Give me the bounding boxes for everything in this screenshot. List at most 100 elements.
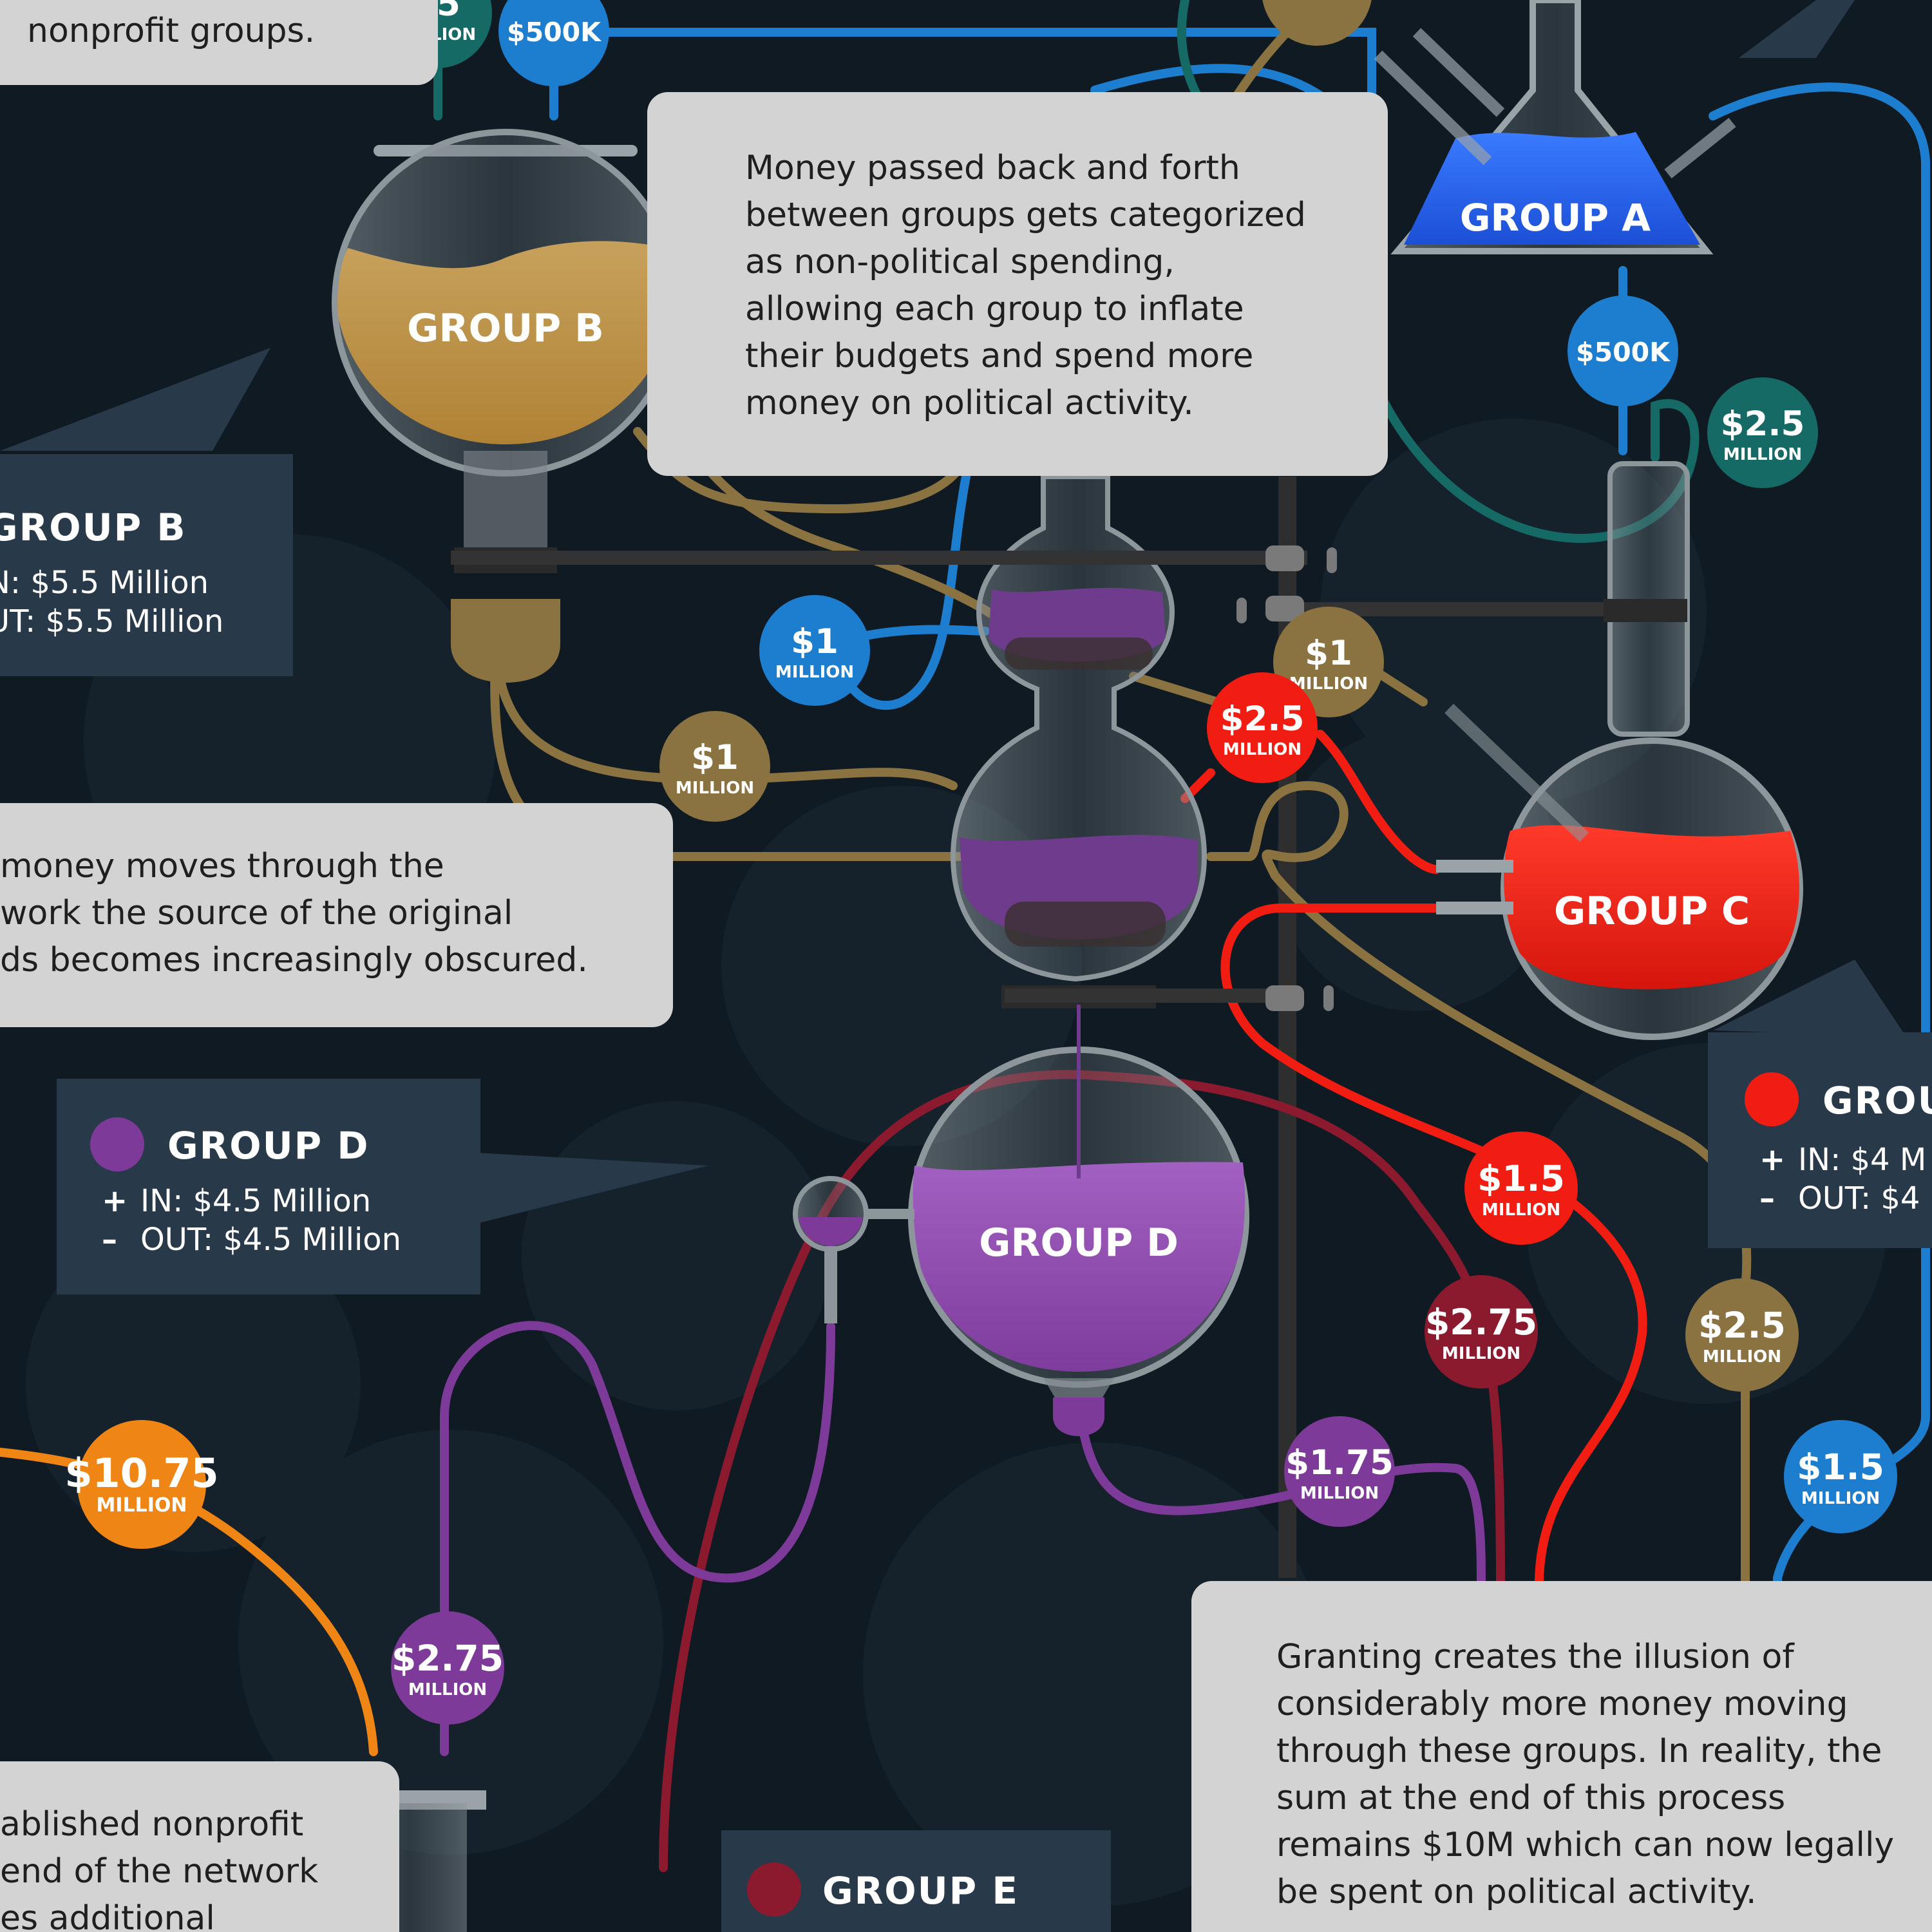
panel-title: GROU xyxy=(1823,1079,1932,1122)
flow-amount: $2.75 xyxy=(392,1638,504,1679)
flow-badge-circle xyxy=(498,0,609,86)
panel-in: IN: $4 M xyxy=(1798,1142,1927,1178)
plus-sign: + xyxy=(102,1183,128,1219)
note-line: end of the network xyxy=(0,1852,319,1891)
flow-unit: MILLION xyxy=(1801,1489,1880,1508)
note-line: their budgets and spend more xyxy=(745,337,1254,375)
group-c-flask: GROUP C xyxy=(1436,461,1803,1040)
group-a-flask: GROUP A xyxy=(1374,0,1736,254)
flow-badge-circle xyxy=(1425,1275,1538,1388)
background-smoke xyxy=(26,419,1887,1906)
flow-badge-circle xyxy=(659,711,770,822)
panel-in-row: + IN: $4.5 Million xyxy=(102,1183,371,1219)
group-b-label: GROUP B xyxy=(407,306,604,351)
note-line: Granting creates the illusion of xyxy=(1276,1638,1794,1676)
panel-title: GROUP E xyxy=(822,1869,1019,1913)
note-line: allowing each group to inflate xyxy=(745,290,1244,328)
flow-amount: $2.5 xyxy=(1698,1305,1786,1346)
flow-amount: $1.75 xyxy=(1285,1443,1394,1482)
panel-pointers xyxy=(0,0,1906,1224)
panel-group-e: GROUP E xyxy=(721,1830,1111,1932)
flow-unit: MILLION xyxy=(775,663,854,682)
pipe-red-c-in xyxy=(1316,730,1441,874)
flow-amount: $2.75 xyxy=(1425,1302,1537,1343)
flow-badge-circle xyxy=(1262,0,1372,46)
flow-amount: $1.5 xyxy=(1797,1446,1884,1488)
note-line: ablished nonprofit xyxy=(0,1805,304,1844)
panel-out: UT: $5.5 Million xyxy=(0,603,224,639)
flow-badge-circle xyxy=(1567,296,1678,406)
note-line: be spent on political activity. xyxy=(1276,1873,1757,1911)
panel-out: OUT: $4.5 Million xyxy=(140,1222,402,1258)
group-e-color-dot xyxy=(747,1862,801,1917)
group-d-column: GROUP D xyxy=(793,474,1249,1436)
panel-out-row: –OUT: $4.5 Million xyxy=(102,1222,401,1258)
group-d-label: GROUP D xyxy=(979,1220,1179,1265)
note-center: Money passed back and forth between grou… xyxy=(647,92,1388,476)
note-line: money moves through the xyxy=(0,847,444,886)
note-line: nonprofit groups. xyxy=(27,12,316,50)
flow-amount: $10.75 xyxy=(64,1450,218,1497)
flow-badge-circle xyxy=(1464,1132,1578,1245)
group-c-color-dot xyxy=(1745,1072,1799,1126)
flow-unit: MILLION xyxy=(676,779,754,798)
flow-badge-circle xyxy=(391,1611,504,1725)
note-line: ds becomes increasingly obscured. xyxy=(0,941,588,980)
flow-unit: MILLION xyxy=(96,1494,187,1517)
plus-sign: + xyxy=(1759,1142,1786,1178)
flow-unit: MILLION xyxy=(1300,1484,1379,1503)
note-left: money moves through the work the source … xyxy=(0,803,673,1027)
flow-unit: MILLION xyxy=(1482,1200,1560,1220)
flow-unit: MILLION xyxy=(1703,1347,1781,1367)
flow-unit: MILLION xyxy=(1278,0,1356,1)
flow-amount: $500K xyxy=(507,17,602,48)
panel-group-c: GROU + IN: $4 M –OUT: $4 xyxy=(1708,1032,1932,1248)
flow-unit: MILLION xyxy=(1442,1344,1520,1363)
note-line: considerably more money moving xyxy=(1276,1685,1848,1723)
pipe-blue-top xyxy=(549,28,1376,114)
note-bottom-left: ablished nonprofit end of the network es… xyxy=(0,1761,399,1932)
flow-amount: $1.5 xyxy=(1477,1158,1565,1199)
flow-amount: $500K xyxy=(1576,337,1671,368)
note-line: money on political activity. xyxy=(745,384,1194,422)
flow-badge-circle xyxy=(1685,1278,1799,1392)
flow-badge-circle xyxy=(77,1420,206,1549)
group-c-label: GROUP C xyxy=(1554,889,1750,934)
panel-group-d: GROUP D +IN: $4.5 Million –OUT: $4.5 Mil… xyxy=(57,1079,480,1294)
panel-group-b: GROUP B N: $5.5 Million UT: $5.5 Million xyxy=(0,454,293,676)
panel-in: N: $5.5 Million xyxy=(0,565,209,601)
flow-badge-circle xyxy=(1284,1416,1395,1527)
flow-badge: $500K xyxy=(1567,296,1678,406)
flow-amount: $1 xyxy=(691,738,739,777)
pipe-purple-side xyxy=(440,1321,835,1756)
note-line: Money passed back and forth xyxy=(745,149,1240,187)
flow-amount: $1 xyxy=(791,622,838,661)
minus-sign: – xyxy=(102,1222,117,1258)
pipe-gold-loop-right xyxy=(1206,781,1752,1589)
flow-badge: $500K xyxy=(498,0,609,86)
panel-title: GROUP B xyxy=(0,506,187,549)
minus-sign: – xyxy=(1759,1180,1775,1217)
panel-out-row: –OUT: $4 xyxy=(1759,1180,1920,1217)
flow-badge-circle xyxy=(1207,672,1318,783)
flow-badge: MILLION xyxy=(1262,0,1372,46)
flow-amount: $1 xyxy=(1305,634,1352,673)
note-line: through these groups. In reality, the xyxy=(1276,1732,1882,1770)
group-a-label: GROUP A xyxy=(1460,196,1651,240)
note-line: es additional xyxy=(0,1899,215,1932)
panel-in-row: + IN: $4 M xyxy=(1759,1142,1926,1178)
flow-amount: $2.5 xyxy=(1721,404,1805,444)
note-bottom-right: Granting creates the illusion of conside… xyxy=(1191,1581,1932,1932)
flow-unit: MILLION xyxy=(408,1680,487,1700)
group-d-color-dot xyxy=(90,1117,144,1171)
panel-in: IN: $4.5 Million xyxy=(140,1183,372,1219)
